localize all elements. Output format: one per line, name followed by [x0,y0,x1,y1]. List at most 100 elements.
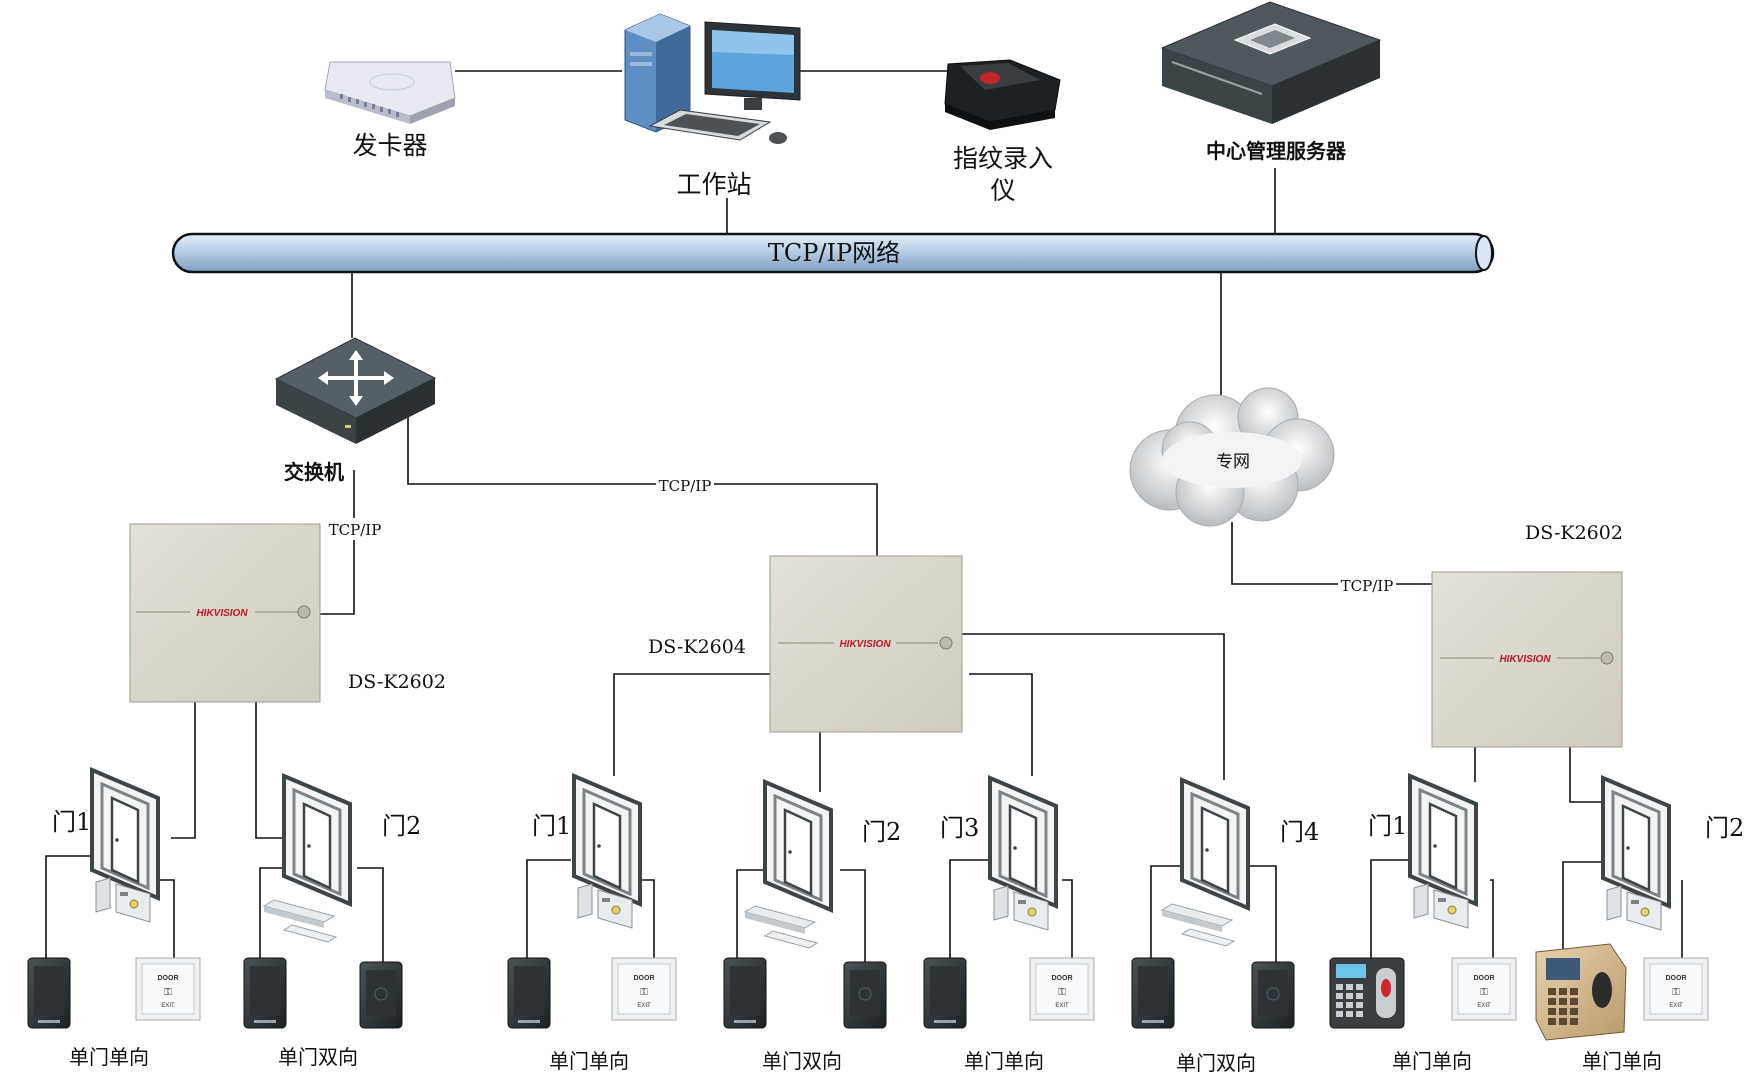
card-reader-icon [243,957,287,1029]
controller-2-brand: HIKVISION [839,639,891,650]
door-mode-label: 单门双向 [278,1045,358,1069]
server-label: 中心管理服务器 [1206,139,1347,163]
fingerprint-enroller-label-line1: 指纹录入 [953,144,1053,173]
exit-button-icon: DOOR ⚿ EXIT [611,957,677,1021]
electric-bolt-lock-icon [1413,883,1469,929]
fingerprint-keypad-terminal-icon [1329,957,1405,1029]
electric-bolt-lock-icon [993,885,1049,931]
switch-label: 交换机 [284,460,344,484]
electric-bolt-lock-icon [577,883,633,929]
controller-1-brand: HIKVISION [196,608,248,619]
lower-wires [45,272,1683,970]
door-label: 门1 [1368,812,1407,840]
tcpip-label-switch-ctrl1: TCP/IP [329,521,382,539]
fingerprint-enroller-device [944,59,1061,130]
magnetic-lock-icon [743,905,819,949]
exit-button-bottom-text: EXIT [637,1003,651,1009]
door-mode-label: 单门双向 [762,1049,842,1073]
tcpip-backbone-pipe [171,232,1495,274]
door-mode-label: 单门单向 [69,1045,149,1069]
controller-2-model: DS-K2604 [648,636,746,658]
electric-bolt-lock-icon [1606,885,1662,931]
exit-button-icon: DOOR ⚿ EXIT [135,957,201,1021]
private-network-label: 专网 [1216,452,1250,472]
key-icon: ⚿ [164,987,172,998]
door-icon [282,772,352,908]
door-mode-label: 单门单向 [549,1049,629,1073]
magnetic-lock-icon [1160,903,1236,947]
card-reader-icon [923,957,967,1029]
access-controller-1: HIKVISION [129,523,321,703]
controller-3-brand: HIKVISION [1499,654,1551,665]
electric-bolt-lock-icon [95,877,151,923]
card-reader-icon [723,957,767,1029]
exit-button-top-text: DOOR [1666,975,1687,982]
door-group: 门2 单门双向 [723,778,901,1073]
card-reader-icon [27,957,71,1029]
card-reader-icon [507,957,551,1029]
gold-fingerprint-terminal-icon [1535,943,1627,1041]
private-network-cloud [1129,387,1335,527]
exit-button-bottom-text: EXIT [1669,1003,1683,1009]
door-label: 门4 [1280,818,1319,846]
key-icon: ⚿ [1058,987,1066,998]
exit-button-top-text: DOOR [1474,975,1495,982]
exit-button-top-text: DOOR [158,975,179,982]
card-reader-icon [359,961,403,1029]
door-icon [763,778,833,914]
door-group: 门2 单门双向 [243,772,421,1069]
network-switch [274,337,437,444]
exit-button-bottom-text: EXIT [161,1003,175,1009]
tcpip-link-labels: TCP/IP TCP/IP TCP/IP [326,474,1396,596]
fingerprint-enroller-label-line2: 仪 [990,176,1015,205]
server-device [1160,1,1382,124]
door-icon [90,766,160,902]
key-icon: ⚿ [640,987,648,998]
door-icon [1408,772,1478,908]
access-controller-3: HIKVISION [1431,571,1623,748]
tcpip-label-cloud-ctrl3: TCP/IP [1341,577,1394,595]
key-icon: ⚿ [1480,987,1488,998]
door-group: 门4 单门双向 [1131,776,1319,1075]
door-label: 门2 [862,818,901,846]
card-issuer-label: 发卡器 [352,131,427,160]
door-mode-label: 单门单向 [1582,1049,1662,1073]
card-reader-icon [843,961,887,1029]
workstation-label: 工作站 [676,170,751,199]
controller-1-model: DS-K2602 [348,671,446,693]
card-reader-icon [1251,961,1295,1029]
door-label: 门2 [382,812,421,840]
door-icon [572,772,642,908]
exit-button-bottom-text: EXIT [1477,1003,1491,1009]
workstation-device [624,13,801,144]
door-label: 门3 [940,814,979,842]
card-issuer-device [324,61,456,124]
door-label: 门1 [532,812,571,840]
door-icon [988,774,1058,910]
top-wires [455,70,1276,233]
backbone-label: TCP/IP网络 [768,239,900,267]
exit-button-icon: DOOR ⚿ EXIT [1643,957,1709,1021]
door-icon [1180,776,1250,912]
tcpip-label-switch-ctrl2: TCP/IP [659,477,712,495]
door-label: 门1 [52,808,91,836]
exit-button-top-text: DOOR [634,975,655,982]
exit-button-bottom-text: EXIT [1055,1003,1069,1009]
exit-button-icon: DOOR ⚿ EXIT [1451,957,1517,1021]
door-icon [1601,774,1671,910]
door-mode-label: 单门双向 [1176,1051,1256,1075]
controller-3-model: DS-K2602 [1525,522,1623,544]
door-mode-label: 单门单向 [1392,1049,1472,1073]
key-icon: ⚿ [1672,987,1680,998]
door-mode-label: 单门单向 [964,1049,1044,1073]
card-reader-icon [1131,957,1175,1029]
door-label: 门2 [1705,814,1744,842]
exit-button-icon: DOOR⚿EXIT [1029,957,1095,1021]
